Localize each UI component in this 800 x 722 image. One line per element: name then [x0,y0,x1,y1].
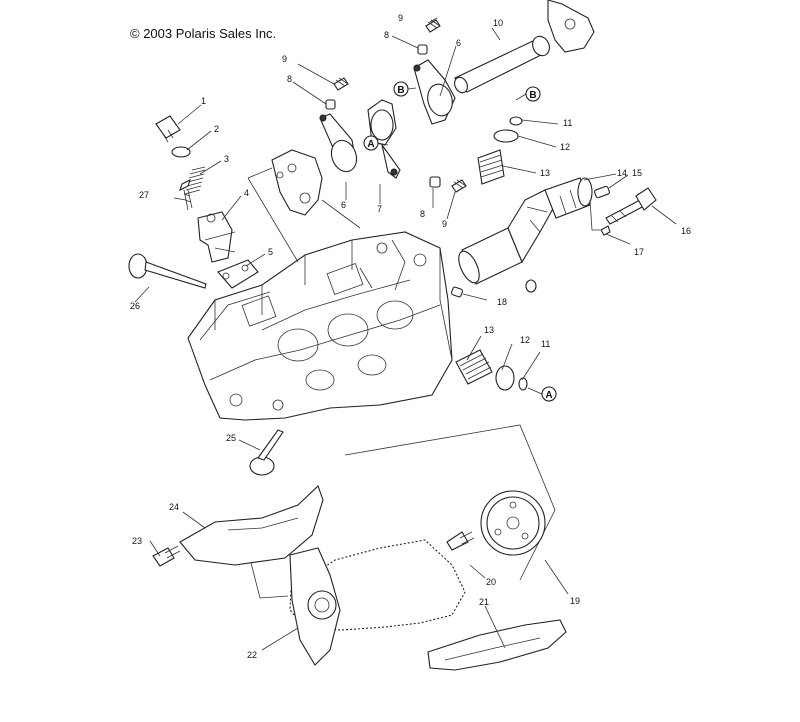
boundary-line-lower [344,424,556,581]
callout-2: 2 [214,124,219,134]
chain-guide [179,485,324,566]
adjuster-screw-low [451,179,467,193]
callout-16: 16 [681,226,691,236]
callout-9-low: 9 [442,219,447,229]
callout-3: 3 [224,154,229,164]
callout-4: 4 [244,188,249,198]
callout-27: 27 [139,190,149,200]
copyright-notice: © 2003 Polaris Sales Inc. [130,26,277,41]
marker-b-upper: B [393,81,409,97]
guide-bolt [152,545,181,567]
bracket-corner [547,0,595,53]
marker-b-right: B [525,86,541,102]
callout-26: 26 [130,301,140,311]
callout-11-upper: 11 [563,118,572,128]
callout-22: 22 [247,650,257,660]
nut-low [429,176,441,188]
sealing-washer [171,146,191,158]
cylinder-head [187,231,453,421]
dowel-pin [450,286,464,298]
exhaust-valve [249,429,284,476]
leader-lines [134,17,677,651]
adjuster-screw-mid [333,77,349,91]
callout-15: 15 [632,168,642,178]
callout-1: 1 [201,96,206,106]
nut-top [417,44,428,55]
decompressor-shaft [605,187,657,225]
callout-21: 21 [479,597,489,607]
callout-11-lower: 11 [541,339,550,349]
callout-labels: 1 2 3 4 5 6 6 7 8 8 8 9 9 9 10 11 11 12 … [130,13,691,660]
sprocket-bolt [446,531,475,551]
cam-chain-tensioner [197,211,236,263]
callout-23: 23 [132,536,142,546]
callout-8-top: 8 [384,30,389,40]
callout-18: 18 [497,297,507,307]
callout-20: 20 [486,577,496,587]
callout-6-bottom: 6 [341,200,346,210]
rocker-arm-right [413,59,456,125]
rocker-shaft [454,35,550,94]
tensioner-gasket [217,259,259,289]
tensioner-spring [184,166,206,195]
callout-19: 19 [570,596,580,606]
svg-text:A: A [545,390,552,401]
callout-5: 5 [268,247,273,257]
valve-keeper-lower [518,377,528,391]
rocker-arm-left [319,113,358,173]
retaining-clip [600,225,611,236]
valve-spring-upper [477,149,505,185]
valve-keeper-upper [509,116,523,126]
svg-text:B: B [397,85,404,96]
callout-13-upper: 13 [540,168,550,178]
camshaft [458,177,593,285]
cam-bracket [271,149,323,216]
callout-17: 17 [634,247,644,257]
intake-valve [128,253,207,289]
nut-mid [325,99,336,110]
marker-a-upper: A [363,135,379,151]
cam-pin [594,185,610,199]
callout-9-top: 9 [398,13,403,23]
valve-retainer-lower [495,365,515,391]
marker-a-lower: A [541,386,557,402]
callout-10: 10 [493,18,503,28]
callout-8-low: 8 [420,209,425,219]
rocker-arm-center [367,99,401,179]
breather-bolt [155,115,181,143]
callout-12-upper: 12 [560,142,570,152]
callout-14: 14 [617,168,627,178]
callout-8-mid: 8 [287,74,292,84]
chain-guide-lower [427,619,567,671]
callout-12-lower: 12 [520,335,530,345]
cam-sprocket [480,490,546,556]
callout-24: 24 [169,502,179,512]
valve-spring-lower [455,349,493,385]
adjuster-screw-top [425,19,441,33]
tensioner-bolt [179,178,193,211]
crankcase-fragment [289,547,341,666]
callout-13-lower: 13 [484,325,494,335]
svg-text:A: A [367,139,374,150]
cam-follower-plug [525,279,537,293]
svg-text:B: B [529,90,536,101]
callout-25: 25 [226,433,236,443]
callout-9-mid: 9 [282,54,287,64]
callout-7: 7 [377,204,382,214]
valve-retainer-upper [493,129,519,143]
callout-6-top: 6 [456,38,461,48]
